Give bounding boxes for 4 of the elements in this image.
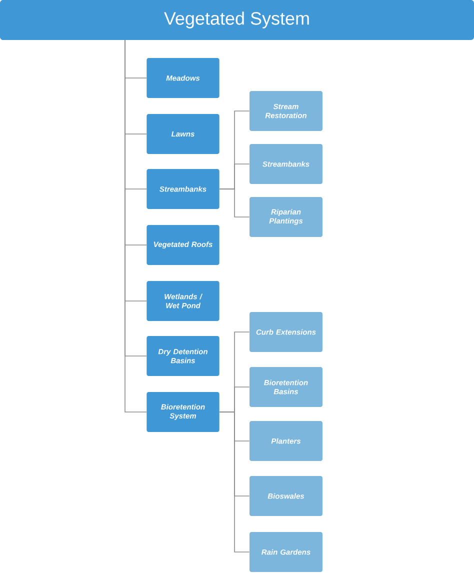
connector-line [124,40,147,412]
title-bar: Vegetated System [0,0,474,40]
connector-line [219,188,250,218]
connector-line [219,412,250,552]
